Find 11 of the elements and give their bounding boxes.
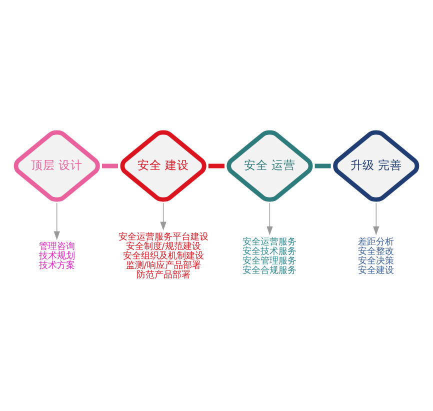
connector [208, 163, 224, 168]
arrow [160, 202, 166, 230]
node-text: 差距分析 安全整改 安全决策 安全建设 [358, 236, 394, 276]
node-text: 管理咨询 技术规划 技术方案 [38, 242, 75, 271]
arrow [266, 202, 273, 235]
connector [314, 163, 331, 168]
connector [102, 163, 118, 168]
arrow [54, 202, 60, 240]
node-text: 安全运营服务平台建设 安全制度/规范建设 安全组织及机制建设 监测/响应产品部署 防范产品部署 [118, 232, 208, 280]
node-text: 安全运营服务 安全技术服务 安全管理服务 安全合规服务 [242, 236, 297, 276]
arrow [373, 202, 380, 235]
